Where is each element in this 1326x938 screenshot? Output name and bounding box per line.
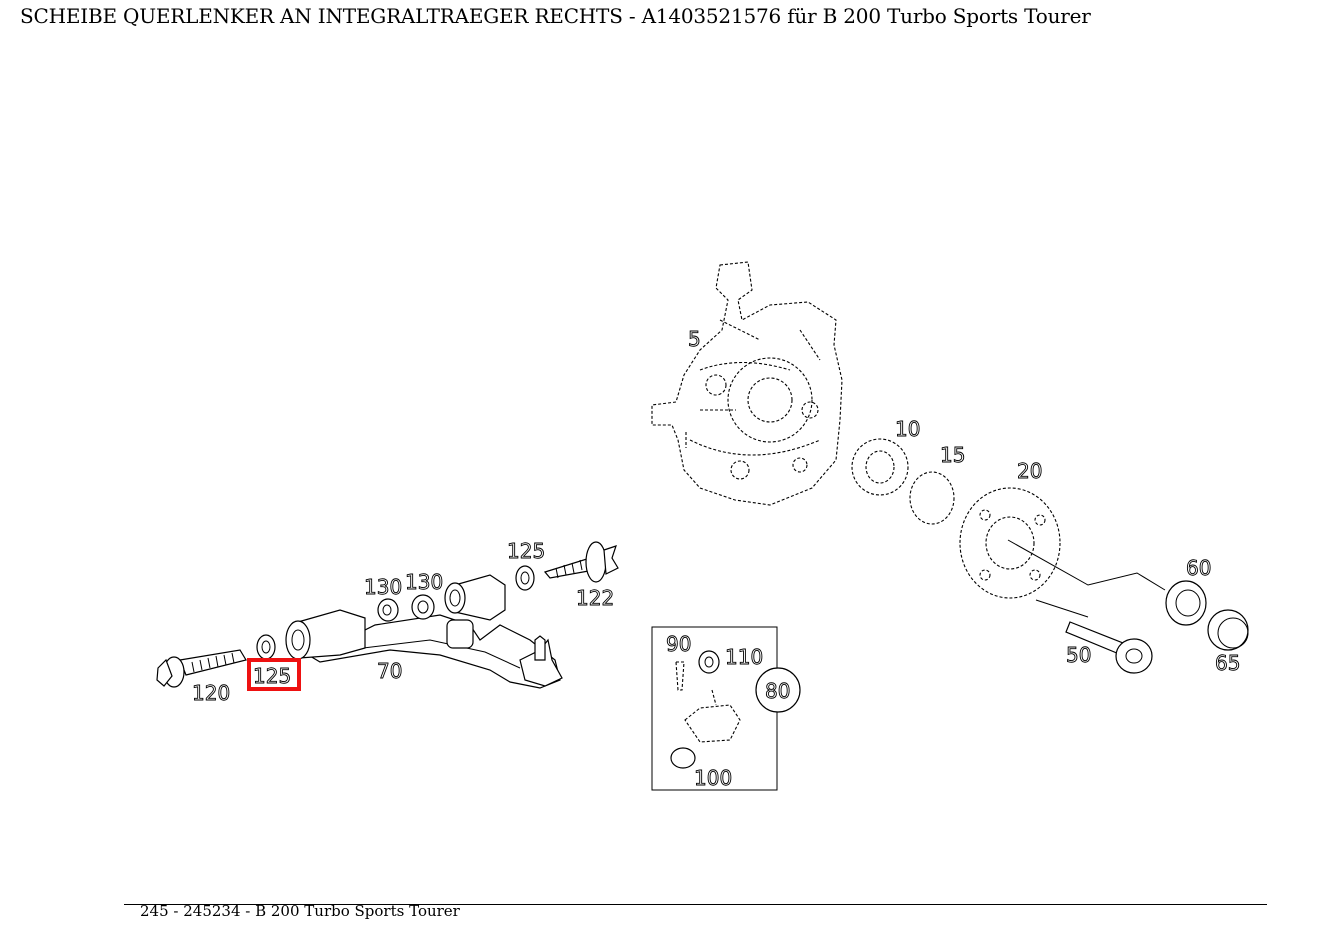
washer-part-130-a-drawing: [377, 598, 399, 622]
footer-divider: [124, 904, 1267, 905]
washer-part-130-b-drawing: [411, 594, 435, 620]
bolt-part-122-drawing: [543, 541, 619, 583]
label-part-65[interactable]: 65: [1215, 651, 1241, 676]
label-part-90[interactable]: 90: [666, 632, 692, 657]
label-part-50[interactable]: 50: [1066, 643, 1092, 668]
ball-joint-kit-box: [651, 626, 801, 791]
bolt-part-50-drawing: [1065, 621, 1153, 674]
ring-part-15-drawing: [909, 471, 955, 525]
bearing-part-10-drawing: [851, 438, 909, 496]
label-part-20[interactable]: 20: [1017, 459, 1043, 484]
label-part-110[interactable]: 110: [725, 645, 764, 670]
bushing-front-drawing: [444, 574, 506, 621]
label-part-10[interactable]: 10: [895, 417, 921, 442]
cap-part-65-drawing: [1207, 609, 1249, 651]
steering-knuckle-drawing: [651, 261, 843, 506]
label-part-100[interactable]: 100: [694, 766, 733, 791]
bolt-part-120-drawing: [156, 649, 247, 688]
wheel-hub-part-20-drawing: [959, 487, 1061, 599]
label-part-130-a[interactable]: 130: [364, 575, 403, 600]
label-part-130-b[interactable]: 130: [405, 570, 444, 595]
bushing-rear-drawing: [285, 609, 366, 660]
footer-vehicle-info: 245 - 245234 - B 200 Turbo Sports Tourer: [140, 902, 460, 920]
label-part-125-upper[interactable]: 125: [507, 539, 546, 564]
label-part-122[interactable]: 122: [576, 586, 615, 611]
label-part-125-lower[interactable]: 125: [253, 664, 292, 689]
label-part-70[interactable]: 70: [377, 659, 403, 684]
highlight-box: [247, 658, 301, 691]
washer-part-125-lower-drawing: [256, 634, 276, 660]
label-part-60[interactable]: 60: [1186, 556, 1212, 581]
label-part-5[interactable]: 5: [688, 327, 702, 352]
assembly-guide-lines: [1007, 539, 1166, 618]
label-part-15[interactable]: 15: [940, 443, 966, 468]
label-part-120[interactable]: 120: [192, 681, 231, 706]
washer-part-125-upper-drawing: [515, 565, 535, 591]
page-title: SCHEIBE QUERLENKER AN INTEGRALTRAEGER RE…: [20, 4, 1091, 28]
nut-part-60-drawing: [1165, 580, 1207, 626]
label-part-80[interactable]: 80: [765, 679, 791, 704]
